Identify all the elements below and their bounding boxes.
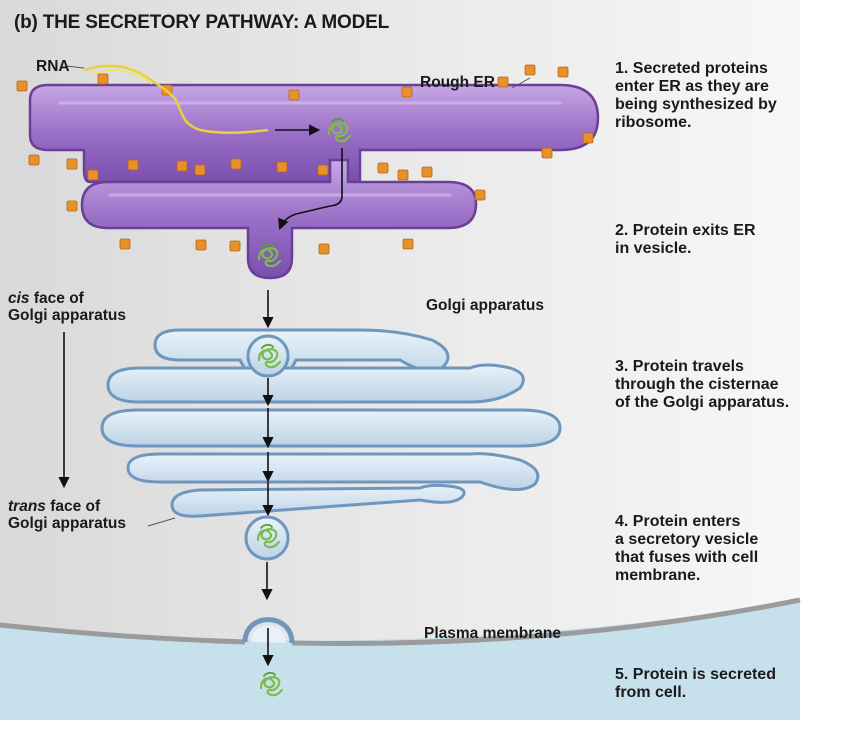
step-4-line-4: membrane.: [615, 567, 701, 584]
plasma-membrane-label: Plasma membrane: [424, 625, 561, 642]
cis-face-line2: Golgi apparatus: [8, 307, 126, 324]
step-3-line-1: 3. Protein travels: [615, 358, 744, 375]
step-4-line-1: 4. Protein enters: [615, 513, 741, 530]
trans-face-label: trans face of Golgi apparatus: [8, 498, 126, 532]
rna-strand: [83, 64, 269, 134]
trans-face-line2: Golgi apparatus: [8, 515, 126, 532]
secretory-vesicle: [244, 515, 290, 561]
cis-face-label: cis face of Golgi apparatus: [8, 290, 126, 324]
step-1-line-4: ribosome.: [615, 114, 692, 131]
step-4-line-3: that fuses with cell: [615, 549, 759, 566]
step-5-line-2: from cell.: [615, 684, 687, 701]
step-1-line-1: 1. Secreted proteins: [615, 60, 768, 77]
step-4-line-2: a secretory vesicle: [615, 531, 759, 548]
step-3-line-3: of the Golgi apparatus.: [615, 394, 790, 411]
step-2-line-2: in vesicle.: [615, 240, 692, 257]
page-title: (b) THE SECRETORY PATHWAY: A MODEL: [14, 12, 389, 33]
step-2-text: 2. Protein exits ER in vesicle.: [615, 222, 756, 258]
step-1-line-2: enter ER as they are: [615, 78, 769, 95]
step-1-line-3: being synthesized by: [615, 96, 777, 113]
golgi-cisternae: [100, 328, 562, 518]
step-1-text: 1. Secreted proteins enter ER as they ar…: [615, 60, 777, 132]
trans-word: trans: [8, 498, 46, 515]
arrow-to-vesicle: [278, 148, 343, 231]
step-3-text: 3. Protein travels through the cisternae…: [615, 358, 789, 412]
step-4-text: 4. Protein enters a secretory vesicle th…: [615, 513, 758, 585]
golgi-vesicle: [246, 334, 290, 378]
rough-er-label: Rough ER: [420, 74, 495, 91]
fusion-vesicle: [242, 617, 295, 644]
trans-face-of: face of: [45, 498, 101, 515]
step-5-line-1: 5. Protein is secreted: [615, 666, 776, 683]
rna-label: RNA: [36, 58, 70, 75]
cis-face-of: face of: [29, 290, 84, 307]
step-3-line-2: through the cisternae: [615, 376, 779, 393]
step-2-line-1: 2. Protein exits ER: [615, 222, 756, 239]
step-5-text: 5. Protein is secreted from cell.: [615, 666, 776, 702]
cis-word: cis: [8, 290, 30, 307]
plasma-membrane-left: [0, 622, 246, 645]
plasma-membrane-right: [291, 597, 801, 646]
golgi-apparatus-label: Golgi apparatus: [426, 297, 544, 314]
